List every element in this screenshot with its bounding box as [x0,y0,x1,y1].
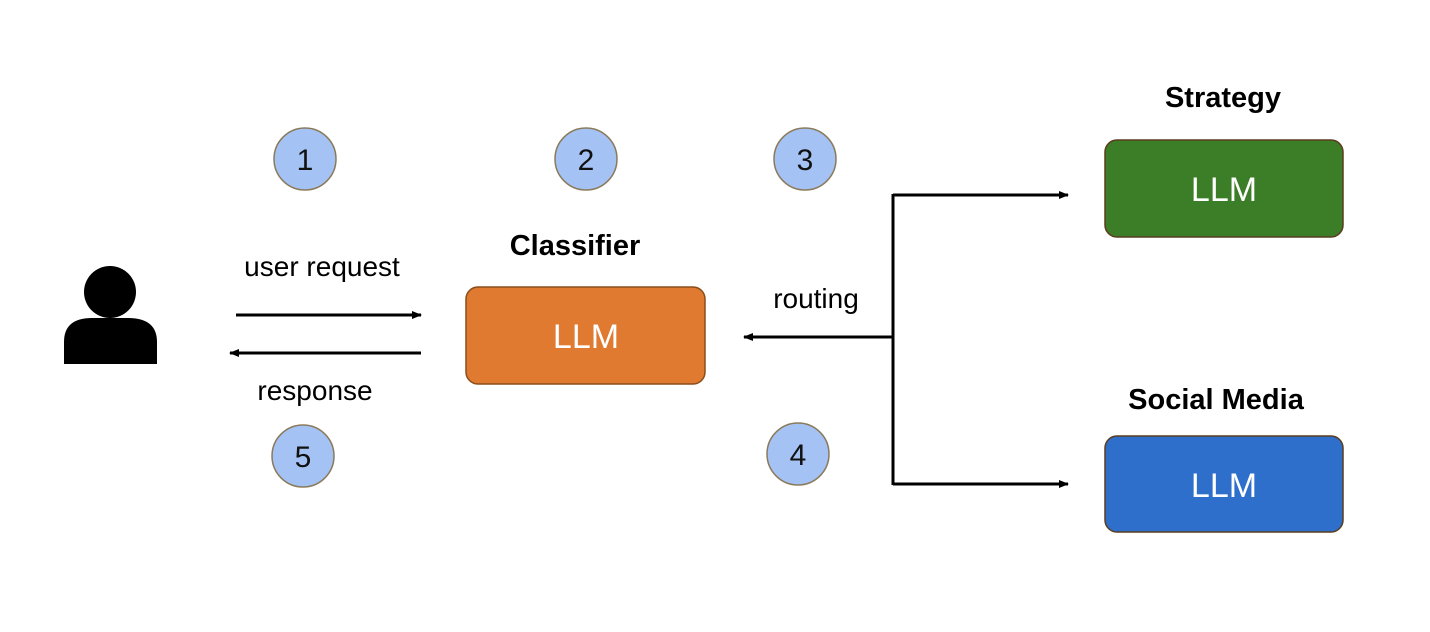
step-2-badge: 2 [554,127,618,191]
routing-label: routing [773,283,859,314]
classifier-box [465,286,706,385]
step-4-badge: 4 [766,422,830,486]
strategy-llm-label: LLM [1191,171,1257,209]
step-4-number: 4 [790,439,807,472]
social-media-llm-label: LLM [1191,467,1257,505]
classifier-title: Classifier [510,230,641,262]
step-1-badge: 1 [273,127,337,191]
step-5-number: 5 [295,441,312,474]
response-label: response [257,375,372,406]
user-icon [64,266,157,364]
social-media-title: Social Media [1128,384,1305,416]
step-5-badge: 5 [271,424,335,488]
strategy-box [1104,139,1344,238]
classifier-llm-label: LLM [553,318,619,356]
step-1-number: 1 [297,144,314,177]
step-3-number: 3 [797,144,814,177]
step-2-number: 2 [578,144,595,177]
social-media-box [1104,435,1344,533]
step-3-badge: 3 [773,127,837,191]
strategy-title: Strategy [1165,82,1281,114]
user-request-label: user request [244,251,400,282]
